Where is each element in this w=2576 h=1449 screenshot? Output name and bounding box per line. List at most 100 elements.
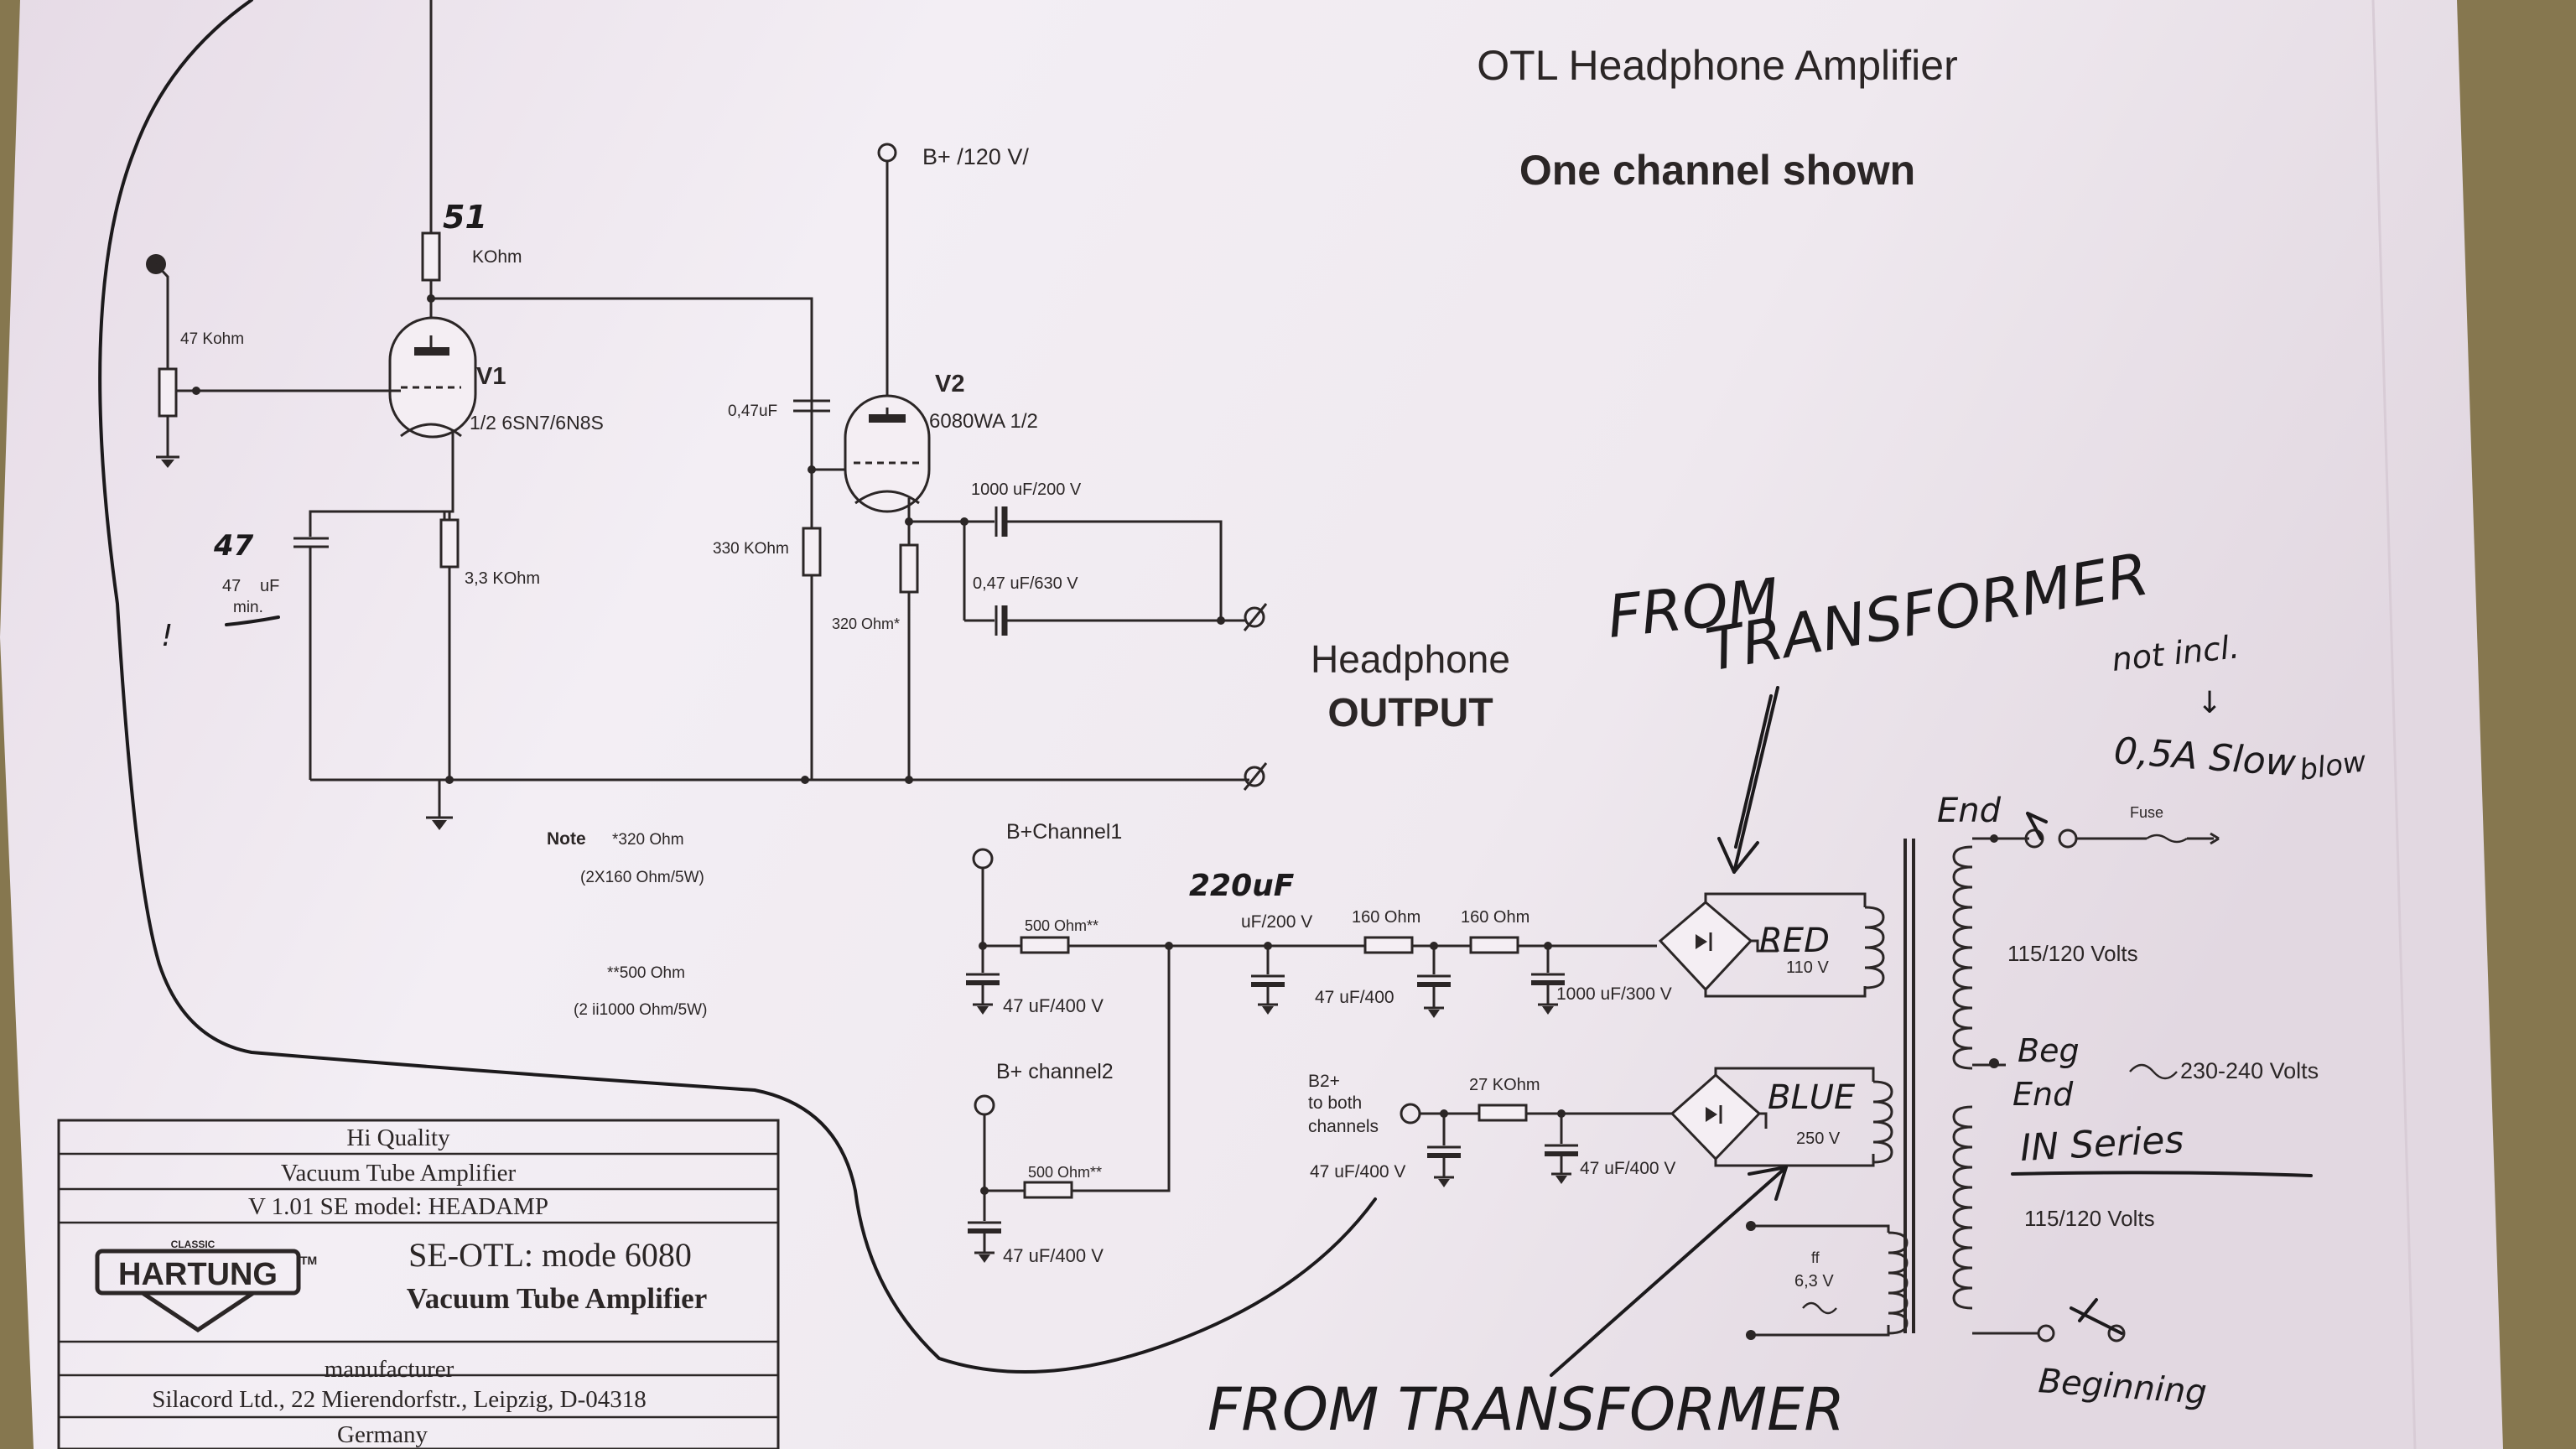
pot-value: 47 Kohm — [180, 330, 244, 348]
ground-ch1-tip — [977, 1006, 989, 1015]
output-terminal-ground[interactable] — [1243, 762, 1268, 791]
note-label: Note — [547, 829, 586, 849]
wire-red-top — [1704, 892, 1867, 907]
paper-sheet — [0, 0, 2503, 1449]
wire-c1-out — [1005, 520, 1223, 617]
b2-line3: channels — [1308, 1117, 1379, 1136]
hand-arrow-bottom — [1550, 1166, 1788, 1377]
r-grid-value: 330 KOhm — [713, 540, 789, 558]
primary2-label: 115/120 Volts — [2024, 1206, 2155, 1231]
potentiometer — [158, 367, 178, 418]
tb-row2: Vacuum Tube Amplifier — [281, 1160, 517, 1187]
c-main-print: uF/200 V — [1241, 912, 1312, 932]
mains-label: 230-240 Volts — [2180, 1058, 2319, 1083]
hand-outline-curve — [98, 0, 1377, 1374]
note-1b: (2X160 Ohm/5W) — [580, 869, 704, 886]
resistor-500-ch1 — [1020, 936, 1070, 954]
mains-ac-symbol — [2129, 1063, 2178, 1080]
r160-2-value: 160 Ohm — [1461, 908, 1530, 927]
hand-from-bottom: FROM TRANSFORMER — [1208, 1375, 1845, 1444]
c47-b2b-value: 47 uF/400 V — [1580, 1159, 1675, 1178]
c47-b2a-value: 47 uF/400 V — [1310, 1162, 1405, 1182]
resistor-v1-plate — [421, 231, 441, 282]
node-fil-bottom — [1746, 1330, 1756, 1340]
ground-b2b-tip — [1555, 1176, 1567, 1184]
red-volt: 110 V — [1786, 958, 1829, 977]
wire-fil-top — [1751, 1224, 1890, 1233]
fuse-arrow-1 — [2210, 832, 2220, 840]
output-terminal-hot[interactable] — [1243, 603, 1268, 631]
node-fil-top — [1746, 1221, 1756, 1231]
coil-primary-2 — [1952, 1105, 1973, 1310]
blue-hand: BLUE — [1768, 1078, 1856, 1117]
hand-exclaim: ! — [161, 619, 173, 653]
v1-name: V1 — [476, 363, 506, 390]
node-gnd-1 — [445, 776, 454, 784]
c47-mid-value: 47 uF/400 — [1315, 988, 1394, 1007]
r-cathode-value: 3,3 KOhm — [465, 569, 540, 588]
tb-logo: HARTUNG — [118, 1257, 278, 1292]
c-out2-value: 0,47 uF/630 V — [973, 574, 1078, 593]
tb-model: SE-OTL: mode 6080 — [408, 1236, 692, 1274]
red-hand: RED — [1759, 922, 1830, 960]
wire-blue-top — [1714, 1067, 1875, 1082]
hand-switch-mark — [2026, 812, 2048, 840]
tb-row1: Hi Quality — [346, 1124, 450, 1151]
hand-arrow-top — [1717, 686, 1779, 874]
hand-end-top: End — [1937, 792, 2002, 830]
b2-line1: B2+ — [1308, 1072, 1340, 1091]
r27k-value: 27 KOhm — [1469, 1076, 1540, 1094]
hand-beg: Beg — [2018, 1032, 2080, 1069]
resistor-grid — [802, 527, 822, 577]
c1000-value: 1000 uF/300 V — [1556, 984, 1672, 1004]
resistor-160-2 — [1469, 936, 1519, 954]
ground-main-cap-tip — [1262, 1006, 1274, 1015]
r-plate-hand: 51 — [443, 199, 487, 236]
note-1: *320 Ohm — [612, 831, 684, 849]
wire-red-right — [1751, 939, 1778, 953]
wire-ch2-to-main — [1072, 946, 1171, 1192]
hand-series-underline — [2011, 1171, 2313, 1177]
resistor-500-ch2 — [1023, 1181, 1073, 1199]
page-subtitle: One channel shown — [1519, 147, 1915, 194]
bplus-label: B+ /120 V/ — [922, 144, 1029, 169]
primary1-label: 115/120 Volts — [2007, 941, 2138, 966]
tube-v1 — [388, 316, 477, 503]
node-primary-top — [1990, 834, 1998, 843]
tb-logo-small: CLASSIC — [171, 1239, 216, 1250]
ground-1000-tip — [1542, 1006, 1554, 1015]
c-cathode-unit: uF — [260, 577, 279, 595]
note-2: **500 Ohm — [607, 964, 685, 982]
wire-blue-bottom — [1714, 1154, 1875, 1167]
hand-switch-bottom-mark — [2070, 1298, 2123, 1335]
output-label-line2: OUTPUT — [1327, 691, 1493, 735]
node-main-cap — [1264, 942, 1272, 950]
wire-fil-bottom — [1751, 1325, 1890, 1337]
wire-input — [154, 262, 169, 369]
r-v2-cathode-value: 320 Ohm* — [832, 615, 900, 632]
wire-cathode-cap — [309, 503, 454, 537]
c-main-hand: 220uF — [1189, 869, 1295, 903]
fuse-arrow-2 — [2210, 837, 2220, 845]
tb-tm: TM — [300, 1254, 317, 1267]
mains-terminal-bottom-2[interactable] — [2107, 1324, 2126, 1343]
c-cathode-hand: 47 — [213, 529, 254, 563]
hand-arrow-down: ↓ — [2197, 686, 2222, 720]
coil-primary-1 — [1952, 845, 1973, 1070]
note-2b: (2 ii1000 Ohm/5W) — [574, 1001, 707, 1019]
ground-ch2-tip — [979, 1254, 990, 1263]
resistor-v1-cathode — [439, 518, 460, 569]
resistor-v2-cathode — [899, 543, 919, 594]
tb-row3: V 1.01 SE model: HEADAMP — [248, 1193, 548, 1220]
fil-volt: 6,3 V — [1794, 1272, 1834, 1291]
r-plate-unit: KOhm — [472, 247, 522, 267]
ac-symbol — [1802, 1301, 1837, 1315]
wire-red-bottom — [1704, 986, 1867, 998]
mains-terminal-bottom[interactable] — [2037, 1324, 2055, 1343]
b2-line2: to both — [1308, 1093, 1362, 1113]
v2-type: 6080WA 1/2 — [929, 410, 1038, 433]
blue-volt: 250 V — [1796, 1130, 1841, 1148]
tube-v2 — [844, 394, 931, 522]
